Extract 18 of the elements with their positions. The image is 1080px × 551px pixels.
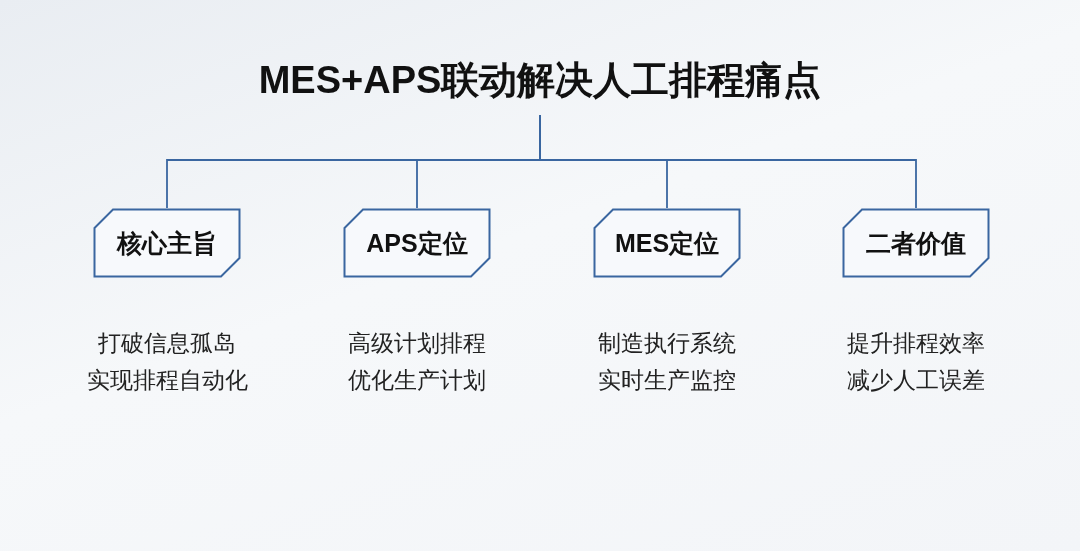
description-text: 高级计划排程: [348, 329, 486, 358]
description-text: 提升排程效率: [847, 329, 985, 358]
box-label: 二者价值: [866, 228, 966, 259]
box-label: 核心主旨: [117, 228, 217, 259]
description-text: 优化生产计划: [348, 366, 486, 395]
description-text: 实时生产监控: [598, 366, 736, 395]
chamfered-box: [842, 208, 990, 278]
chamfered-box: [343, 208, 491, 278]
box-label: MES定位: [614, 228, 720, 259]
box-label: APS定位: [366, 228, 468, 259]
title-text: MES+APS联动解决人工排程痛点: [258, 55, 822, 115]
description-text: 制造执行系统: [598, 329, 736, 358]
chamfered-box: [93, 208, 241, 278]
description-text: 实现排程自动化: [86, 366, 248, 395]
description-text: 打破信息孤岛: [98, 329, 236, 358]
connector-line: [539, 114, 917, 209]
chamfered-box: [593, 208, 741, 278]
description-text: 减少人工误差: [847, 366, 985, 395]
